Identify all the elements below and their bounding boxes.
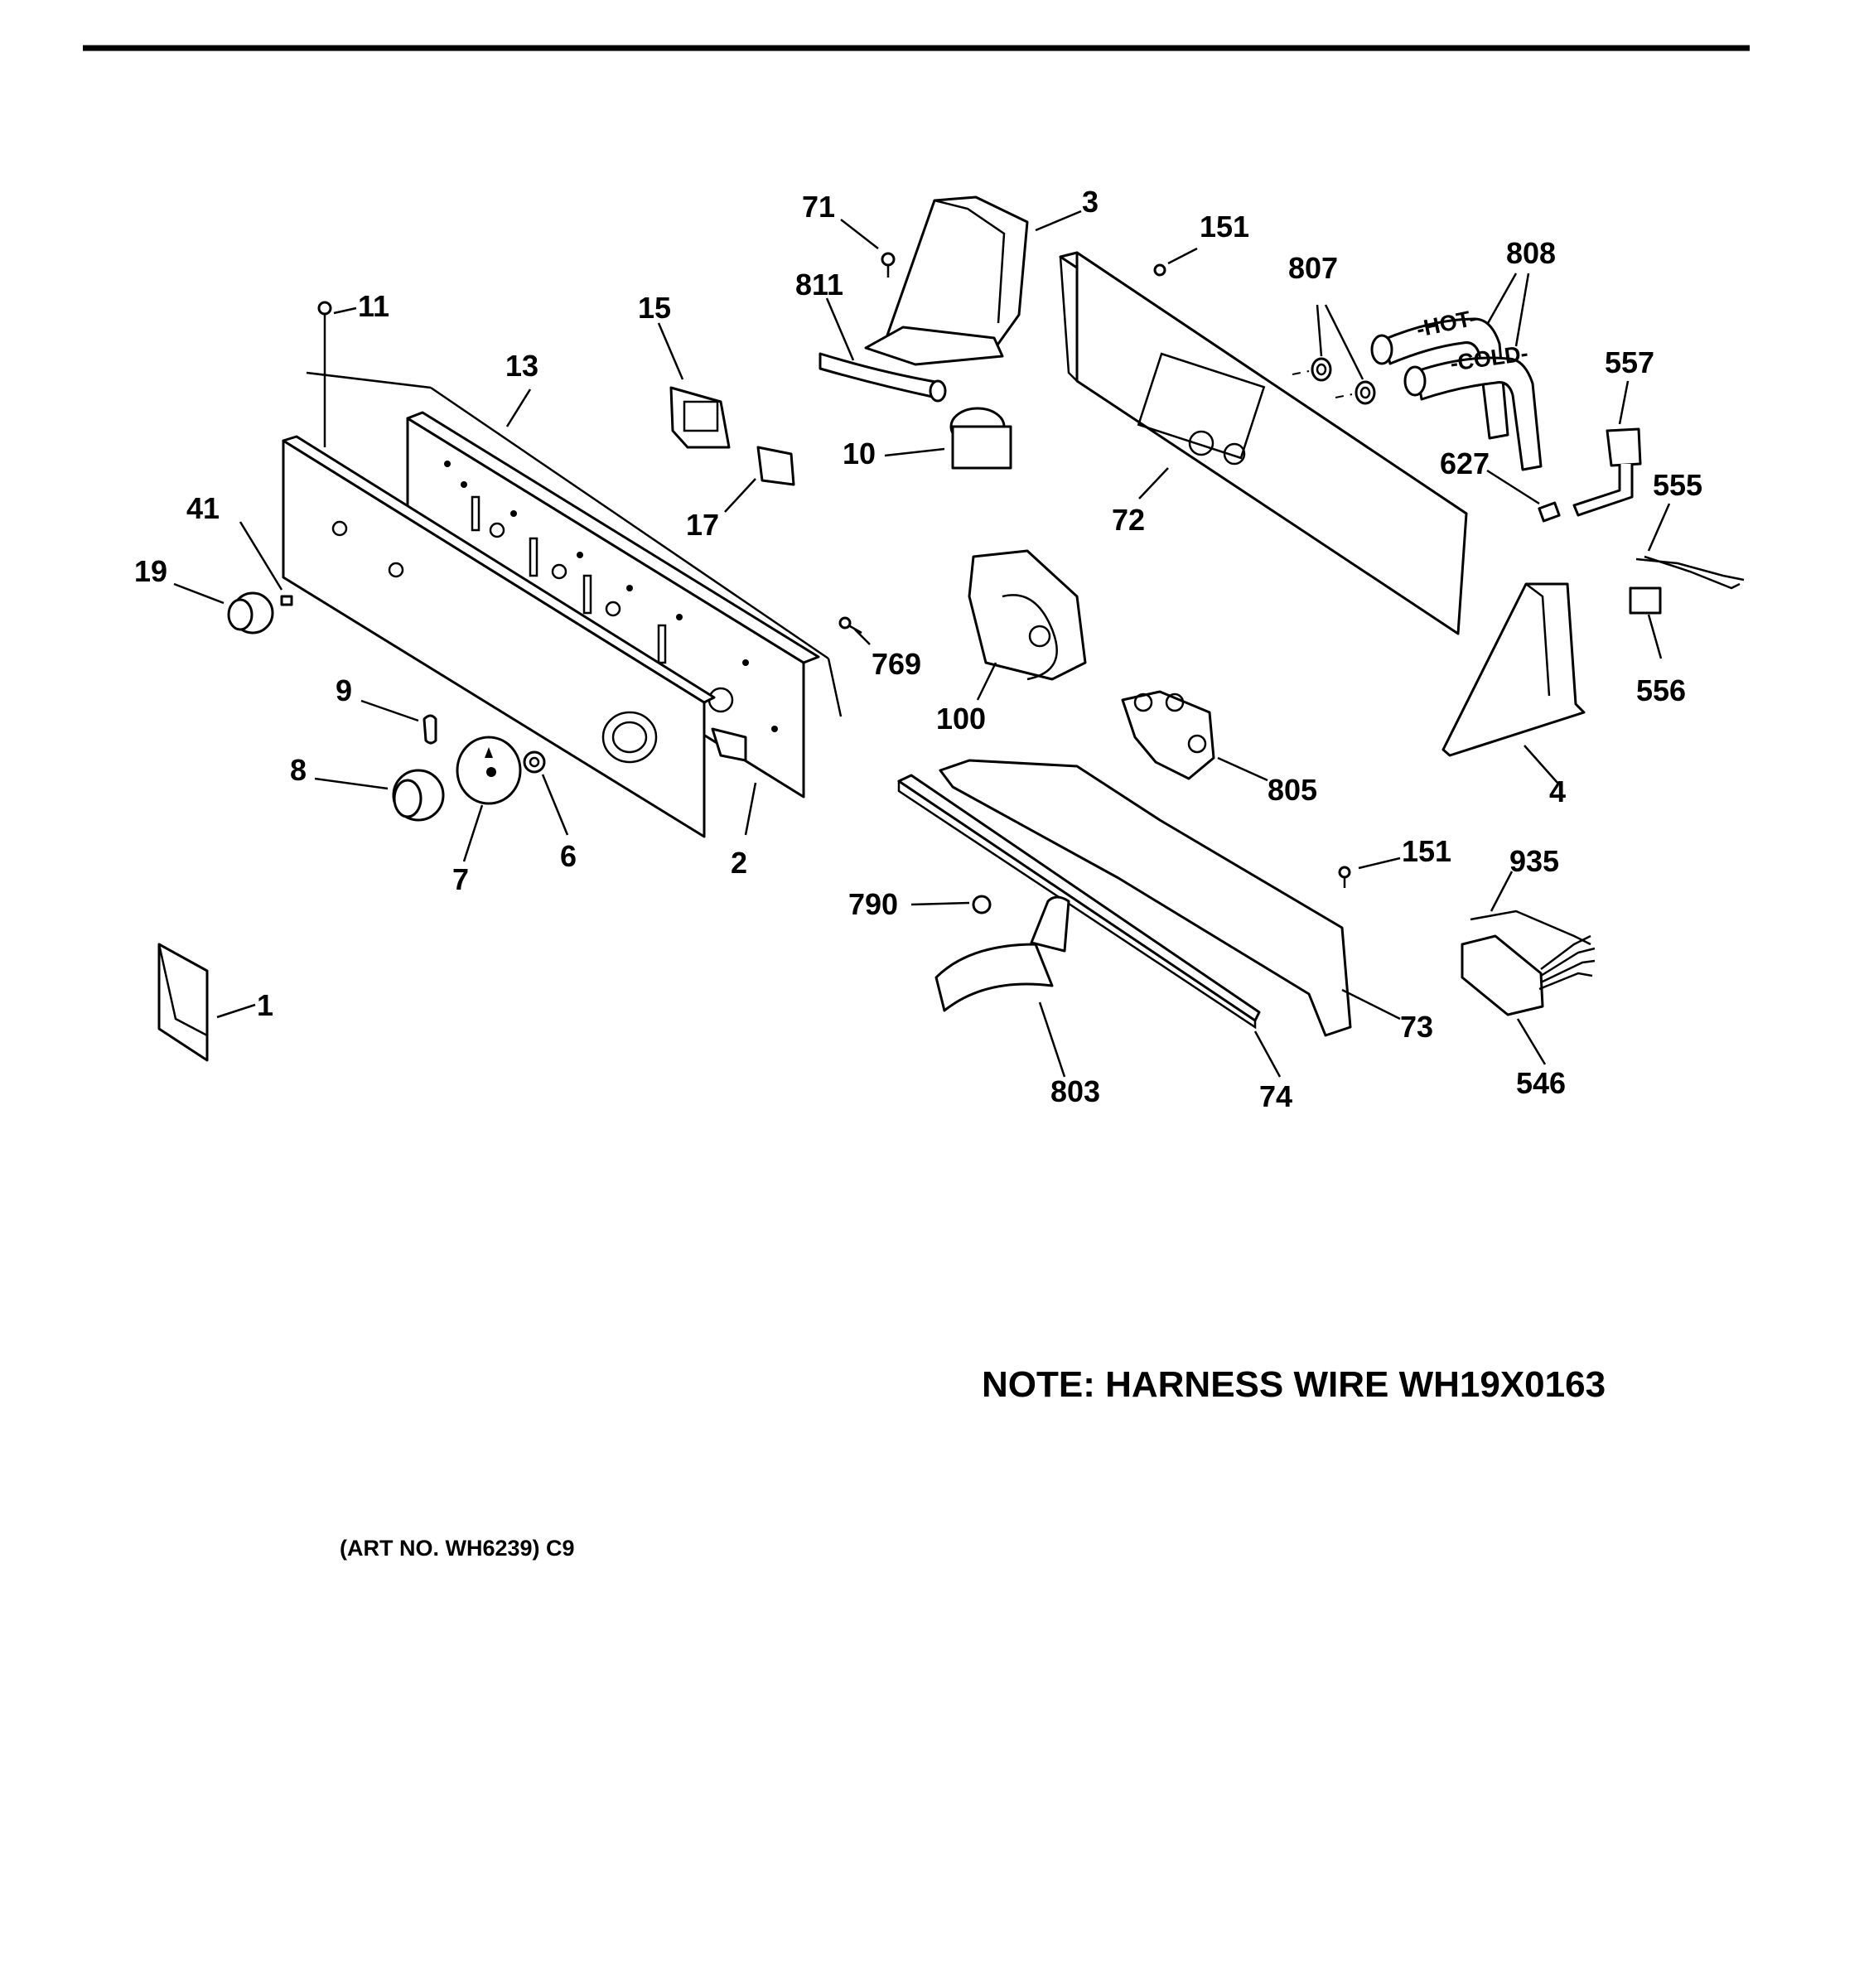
part-74-strip	[897, 774, 1282, 1078]
label-808: 808	[1506, 236, 1556, 270]
part-935-ground-wire	[1470, 871, 1591, 946]
label-555: 555	[1653, 468, 1702, 502]
label-811: 811	[795, 268, 843, 302]
part-100-timer	[968, 549, 1087, 701]
label-8: 8	[290, 753, 307, 787]
label-10: 10	[843, 437, 876, 470]
harness-note: NOTE: HARNESS WIRE WH19X0163	[982, 1364, 1606, 1405]
label-71: 71	[802, 190, 835, 224]
label-72: 72	[1112, 503, 1145, 537]
label-17: 17	[686, 508, 719, 542]
part-546-harness	[1461, 934, 1596, 1065]
label-73: 73	[1400, 1010, 1433, 1044]
part-808-fill-hoses: -HOT- -COLD-	[1370, 273, 1543, 471]
part-73-base	[939, 759, 1401, 1037]
art-number: (ART NO. WH6239) C9	[340, 1536, 575, 1561]
label-627: 627	[1440, 446, 1490, 480]
label-7: 7	[452, 862, 469, 896]
part-9-clip	[360, 699, 437, 745]
label-790: 790	[848, 887, 898, 921]
part-19-knob	[173, 582, 274, 635]
label-807: 807	[1288, 251, 1338, 285]
label-9: 9	[336, 673, 352, 707]
label-556: 556	[1636, 673, 1686, 707]
part-4-end-cap	[1441, 582, 1586, 784]
label-6: 6	[560, 839, 577, 873]
part-2-bracket	[711, 727, 757, 836]
part-556-connector	[1629, 586, 1663, 659]
part-41-spring	[239, 521, 293, 606]
part-7-dial	[456, 736, 522, 862]
label-15: 15	[638, 291, 671, 325]
label-41: 41	[186, 491, 220, 525]
part-811-hose	[819, 297, 947, 403]
part-control-panel-front	[282, 435, 716, 838]
part-3-end-cap	[864, 195, 1082, 366]
part-627-clip	[1486, 469, 1561, 523]
label-19: 19	[134, 554, 167, 588]
part-151-screw-lower	[1338, 856, 1401, 888]
label-769: 769	[872, 647, 921, 681]
part-803-funnel	[934, 895, 1070, 1078]
part-71-screw	[840, 219, 896, 277]
part-11-screw	[317, 301, 357, 447]
label-557: 557	[1605, 345, 1654, 379]
label-546: 546	[1516, 1066, 1566, 1100]
part-807-washers	[1292, 304, 1376, 405]
label-2: 2	[731, 846, 747, 880]
part-769-screw	[838, 616, 871, 645]
label-11: 11	[358, 289, 389, 323]
part-17-switch	[724, 446, 795, 513]
label-935: 935	[1509, 844, 1559, 878]
label-151-upper: 151	[1200, 210, 1249, 244]
part-8-knob	[314, 769, 445, 822]
label-1: 1	[257, 988, 273, 1022]
part-1-literature	[157, 943, 256, 1062]
part-557-cord	[1572, 380, 1642, 517]
part-555-wire	[1635, 503, 1745, 590]
label-151-lower: 151	[1402, 834, 1451, 868]
label-100: 100	[936, 702, 986, 736]
label-3: 3	[1082, 185, 1099, 219]
part-10-pressure-switch	[884, 407, 1012, 470]
part-6-nut	[523, 750, 569, 836]
label-13: 13	[505, 349, 538, 383]
part-805-water-valve	[1121, 690, 1268, 782]
part-72-backsplash	[1059, 251, 1468, 635]
part-790-clip	[910, 895, 992, 914]
label-805: 805	[1268, 773, 1317, 807]
label-74: 74	[1259, 1079, 1292, 1113]
part-151-screw-upper	[1153, 247, 1198, 277]
label-803: 803	[1050, 1074, 1100, 1108]
label-4: 4	[1549, 774, 1566, 808]
part-15-switch	[657, 322, 731, 449]
